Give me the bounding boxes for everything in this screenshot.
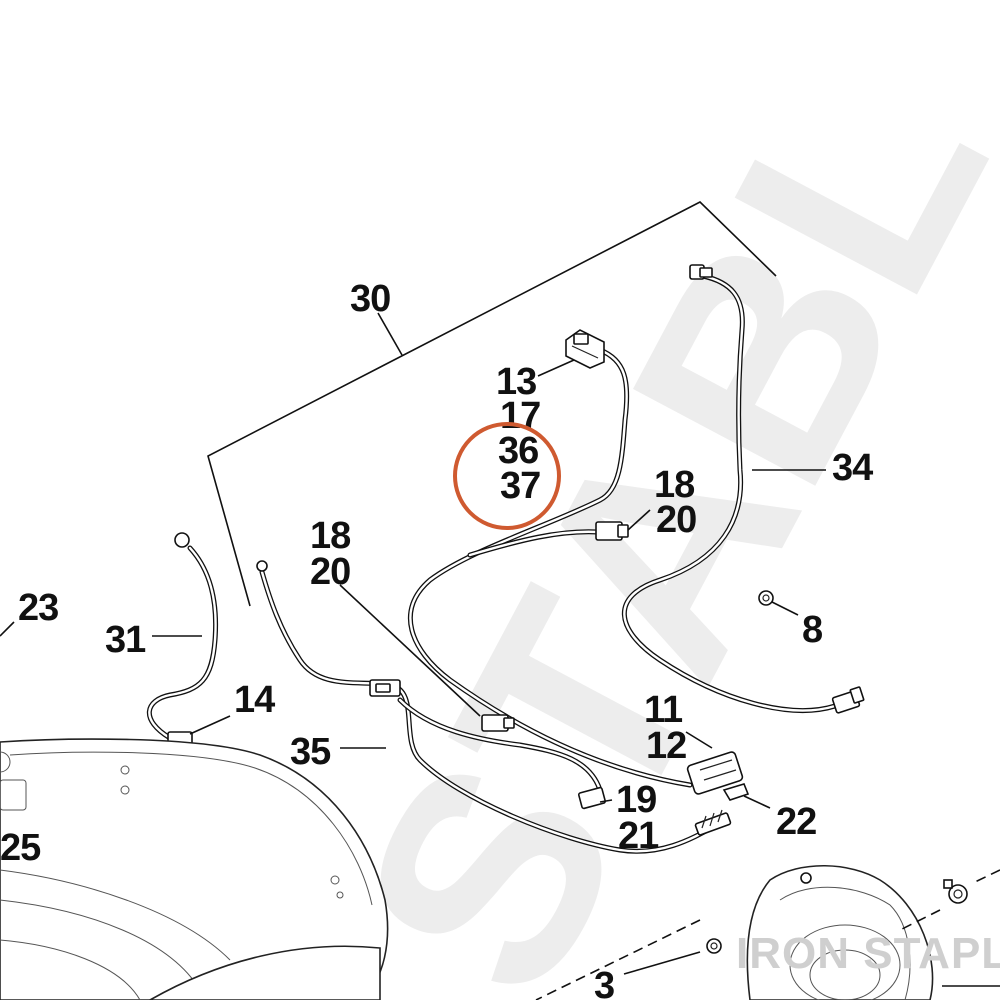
callout-30: 30 (350, 278, 390, 320)
callout-13: 13 (496, 361, 536, 403)
callout-21: 21 (618, 815, 659, 857)
callout-20-left: 20 (310, 551, 350, 593)
group-bracket-30 (207, 201, 777, 607)
clip-8 (758, 590, 774, 606)
callout-18-left: 18 (310, 515, 350, 557)
harness-31 (146, 532, 219, 747)
connector-13 (565, 329, 605, 369)
callout-leaders (0, 359, 1000, 987)
dashed-leaders (535, 869, 1000, 1000)
saddlebag-case (0, 738, 389, 1000)
callout-8: 8 (802, 609, 822, 651)
connector-34-end (831, 686, 865, 714)
speaker-bracket (746, 864, 934, 1000)
connector-35-mid (369, 679, 401, 697)
callout-3: 3 (594, 965, 614, 1000)
callout-14: 14 (234, 679, 275, 721)
connector-11 (686, 751, 744, 795)
fastener-3 (706, 938, 722, 954)
callout-19: 19 (616, 779, 656, 821)
connector-18-right (595, 521, 629, 541)
harness-13 (407, 329, 693, 788)
connector-18-left (481, 714, 515, 732)
connector-19 (577, 786, 607, 810)
callout-20-right: 20 (656, 499, 696, 541)
fastener-right (943, 879, 968, 904)
harness-35 (256, 560, 732, 854)
callout-37: 37 (500, 465, 540, 507)
antenna-adapter (694, 809, 732, 836)
callout-18-right: 18 (654, 464, 694, 506)
callout-35: 35 (290, 731, 331, 773)
callout-12: 12 (646, 725, 686, 767)
callout-11: 11 (644, 689, 683, 731)
callout-34: 34 (832, 447, 873, 489)
harness-34 (621, 264, 865, 714)
callout-22: 22 (776, 801, 816, 843)
callout-23: 23 (18, 587, 58, 629)
highlight-circle (453, 422, 561, 530)
callout-36: 36 (498, 430, 538, 472)
harness-branch-18-right (467, 521, 629, 558)
brand-watermark: IRON STAPLE (736, 929, 1000, 978)
callout-25: 25 (0, 827, 41, 869)
callout-31: 31 (105, 619, 146, 661)
callout-labels: 30 13 17 36 37 18 20 34 18 20 23 31 14 8… (0, 278, 874, 1000)
clip-22 (722, 783, 750, 801)
